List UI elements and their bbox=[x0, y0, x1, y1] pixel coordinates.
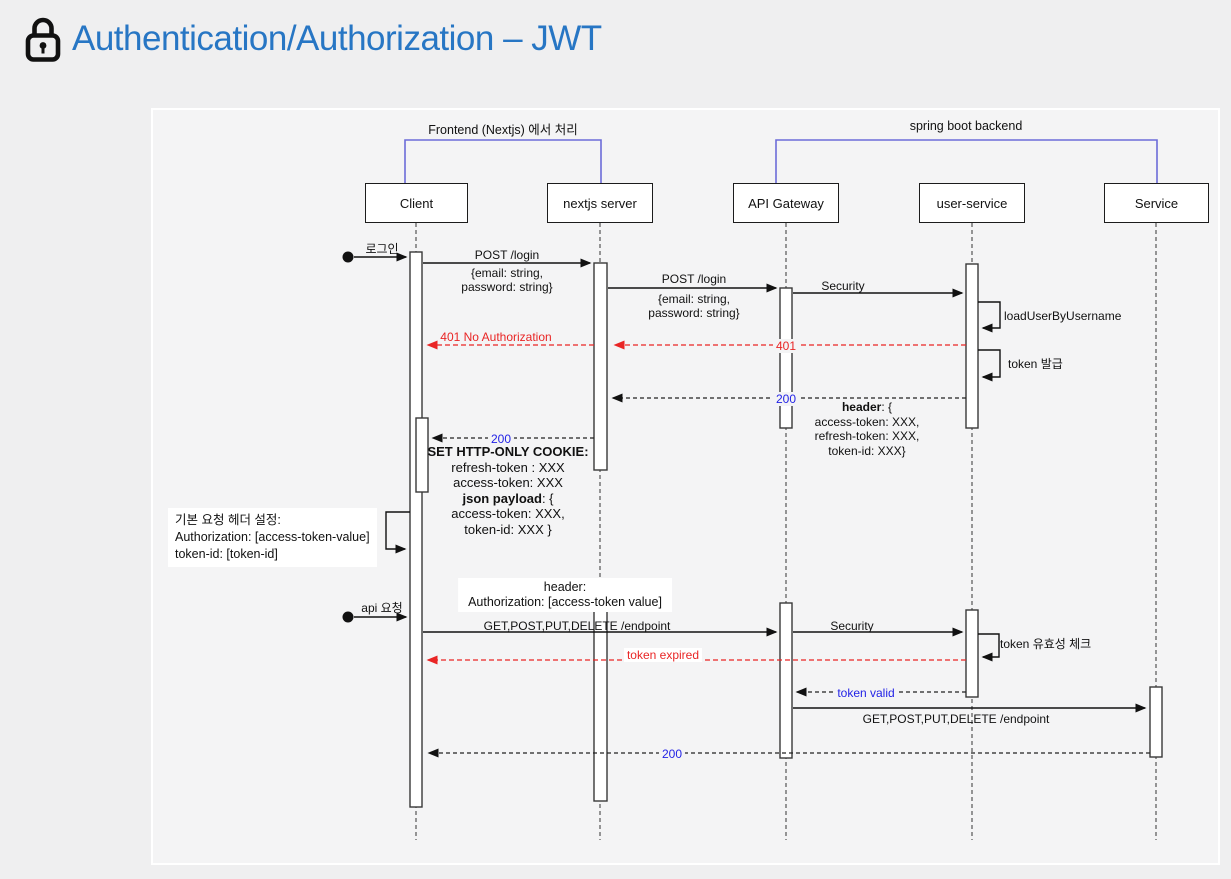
message-label-security-2: Security bbox=[830, 619, 874, 633]
group-label-backend: spring boot backend bbox=[909, 119, 1023, 133]
note-set-cookie-block: SET HTTP-ONLY COOKIE: refresh-token : XX… bbox=[427, 444, 589, 537]
participant-box-user-service: user-service bbox=[919, 183, 1025, 223]
message-label-token-validate: token 유효성 체크 bbox=[1000, 637, 1092, 651]
lock-icon bbox=[25, 17, 61, 62]
note-request-header: header: Authorization: [access-token val… bbox=[458, 578, 672, 612]
message-label-401: 401 bbox=[772, 339, 800, 353]
message-label-token-expired: token expired bbox=[623, 648, 703, 662]
page-title: Authentication/Authorization – JWT bbox=[72, 19, 602, 58]
message-label-security-1: Security bbox=[821, 279, 865, 293]
diagram-panel bbox=[151, 108, 1220, 865]
participant-label: Service bbox=[1134, 195, 1179, 211]
message-label-token-issue: token 발급 bbox=[1008, 357, 1063, 371]
message-label-service-call: GET,POST,PUT,DELETE /endpoint bbox=[862, 712, 1050, 726]
message-label-load-user: loadUserByUsername bbox=[1004, 309, 1122, 323]
note-default-header: 기본 요청 헤더 설정: Authorization: [access-toke… bbox=[168, 508, 377, 567]
message-label-200-client: 200 bbox=[487, 432, 515, 446]
participant-label: nextjs server bbox=[563, 195, 637, 211]
note-header-block: header: { access-token: XXX, refresh-tok… bbox=[814, 400, 920, 458]
message-label-login-trigger: 로그인 bbox=[365, 242, 399, 256]
participant-label: user-service bbox=[936, 195, 1008, 211]
message-params-post-login-1: {email: string, password: string} bbox=[461, 266, 553, 294]
message-label-post-login-2: POST /login bbox=[661, 272, 727, 286]
participant-box-nextjs-server: nextjs server bbox=[547, 183, 653, 223]
message-label-api-request-trigger: api 요청 bbox=[361, 601, 403, 615]
message-label-401-no-authorization: 401 No Authorization bbox=[440, 330, 552, 344]
participant-box-client: Client bbox=[365, 183, 468, 223]
participant-box-api-gateway: API Gateway bbox=[733, 183, 839, 223]
group-label-frontend: Frontend (Nextjs) 에서 처리 bbox=[428, 123, 578, 137]
participant-box-service: Service bbox=[1104, 183, 1209, 223]
message-label-post-login-1: POST /login bbox=[474, 248, 540, 262]
message-params-post-login-2: {email: string, password: string} bbox=[648, 292, 740, 320]
participant-label: API Gateway bbox=[748, 195, 824, 211]
page-heading: Authentication/Authorization – JWT bbox=[22, 16, 602, 62]
participant-label: Client bbox=[399, 195, 434, 211]
message-label-200-final: 200 bbox=[658, 747, 686, 761]
message-label-200-gateway: 200 bbox=[772, 392, 800, 406]
message-label-token-valid: token valid bbox=[834, 686, 898, 700]
message-label-api-call: GET,POST,PUT,DELETE /endpoint bbox=[483, 619, 671, 633]
